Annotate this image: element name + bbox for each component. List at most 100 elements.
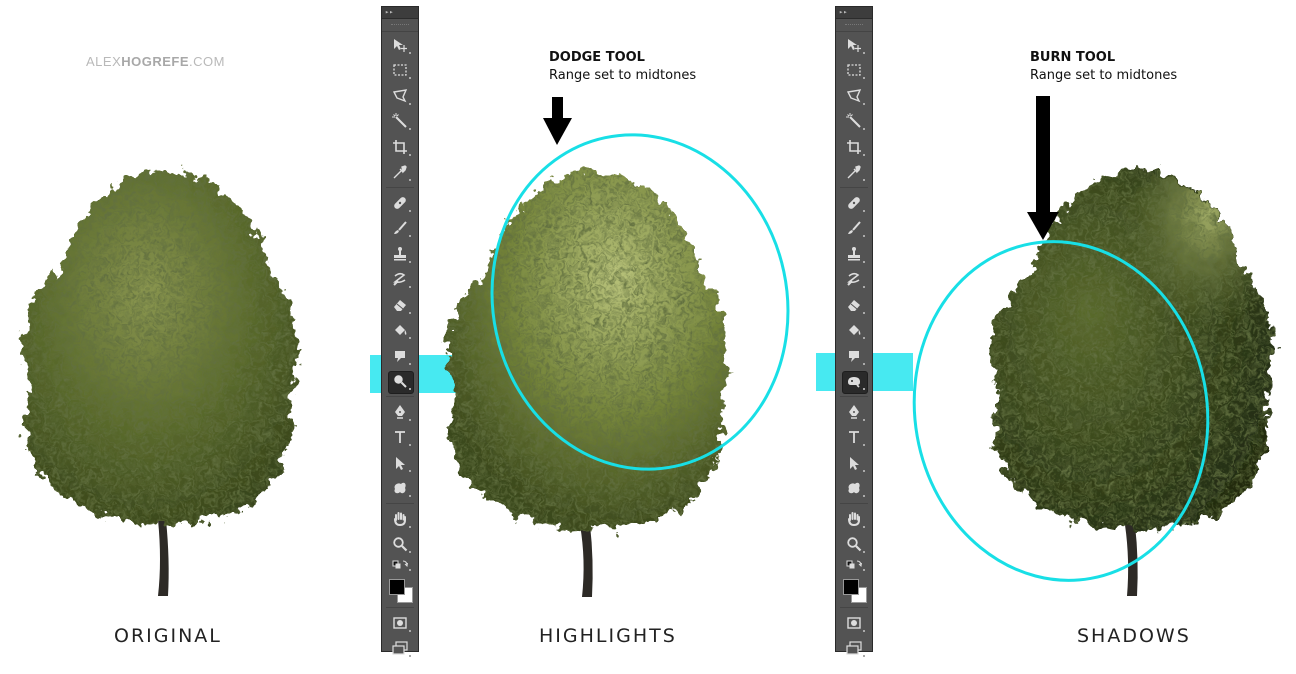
- hand-icon: [394, 511, 406, 526]
- zoom-icon: [847, 537, 862, 552]
- screen-mode-button-2[interactable]: [836, 636, 872, 662]
- type-tool-2[interactable]: [836, 425, 872, 451]
- dodge-icon: [394, 375, 407, 388]
- move-icon: [394, 38, 407, 52]
- hand-tool-2[interactable]: [836, 506, 872, 532]
- screen-mode-button[interactable]: [382, 636, 418, 662]
- pen-tool[interactable]: [382, 399, 418, 425]
- tools-panel-burn: ▸▸: [835, 6, 873, 657]
- history-brush-tool[interactable]: [382, 267, 418, 293]
- blur-icon: [849, 350, 859, 362]
- clone-stamp-tool-2[interactable]: [836, 241, 872, 267]
- tree-original: [21, 169, 299, 596]
- panel-collapse-button[interactable]: ▸▸: [382, 7, 418, 19]
- eraser-tool-2[interactable]: [836, 292, 872, 318]
- eyedropper-icon: [847, 165, 861, 179]
- blur-tool-2[interactable]: [836, 343, 872, 369]
- move-tool-2[interactable]: [836, 32, 872, 58]
- magic-wand-tool[interactable]: [382, 109, 418, 135]
- quick-mask-button-2[interactable]: [836, 610, 872, 636]
- lasso-tool[interactable]: [382, 83, 418, 109]
- eraser-icon: [394, 299, 406, 311]
- paint-bucket-tool-2[interactable]: [836, 318, 872, 344]
- quick-mask-button[interactable]: [382, 610, 418, 636]
- foreground-color-swatch-2[interactable]: [843, 579, 859, 595]
- brush-icon: [394, 221, 407, 235]
- crop-icon: [393, 139, 407, 154]
- color-swatches[interactable]: [382, 575, 418, 605]
- crop-icon: [847, 139, 861, 154]
- site-watermark: ALEXHOGREFE.COM: [86, 54, 225, 69]
- watermark-light: ALEX: [86, 54, 122, 69]
- panel-grip[interactable]: [382, 19, 418, 32]
- swap-colors-control-2[interactable]: [836, 557, 872, 575]
- eyedropper-icon: [393, 165, 407, 179]
- brush-tool-2[interactable]: [836, 216, 872, 242]
- history-brush-icon: [393, 273, 406, 286]
- default-colors-icon: [392, 560, 408, 569]
- lasso-tool-2[interactable]: [836, 83, 872, 109]
- screen-mode-icon: [392, 641, 408, 655]
- healing-brush-tool-2[interactable]: [836, 190, 872, 216]
- type-icon: [395, 431, 405, 444]
- marquee-tool-2[interactable]: [836, 58, 872, 84]
- healing-brush-icon: [848, 196, 860, 209]
- eraser-tool[interactable]: [382, 292, 418, 318]
- tools-panel-dodge: ▸▸: [381, 6, 419, 657]
- swap-colors-control[interactable]: [382, 557, 418, 575]
- shape-tool[interactable]: [382, 476, 418, 502]
- eyedropper-tool-2[interactable]: [836, 160, 872, 186]
- screen-mode-icon: [846, 641, 862, 655]
- pen-tool-2[interactable]: [836, 399, 872, 425]
- pen-icon: [849, 404, 859, 419]
- hand-tool[interactable]: [382, 506, 418, 532]
- clone-stamp-icon: [848, 246, 860, 261]
- zoom-tool-2[interactable]: [836, 532, 872, 558]
- zoom-tool[interactable]: [382, 532, 418, 558]
- burn-tool[interactable]: [836, 369, 872, 395]
- panel-grip-2[interactable]: [836, 19, 872, 32]
- burn-tool-label: BURN TOOL: [1030, 50, 1116, 65]
- panel-collapse-button-2[interactable]: ▸▸: [836, 7, 872, 19]
- eyedropper-tool[interactable]: [382, 160, 418, 186]
- type-tool[interactable]: [382, 425, 418, 451]
- history-brush-icon: [847, 273, 860, 286]
- quick-mask-icon: [393, 617, 407, 629]
- paint-bucket-tool[interactable]: [382, 318, 418, 344]
- shape-icon: [848, 483, 860, 494]
- foreground-color-swatch[interactable]: [389, 579, 405, 595]
- magic-wand-tool-2[interactable]: [836, 109, 872, 135]
- crop-tool[interactable]: [382, 134, 418, 160]
- blur-tool[interactable]: [382, 343, 418, 369]
- color-swatches-2[interactable]: [836, 575, 872, 605]
- healing-brush-icon: [394, 196, 406, 209]
- dodge-tool-label: DODGE TOOL: [549, 50, 645, 65]
- dodge-area-ellipse: [490, 133, 790, 471]
- caption-original: ORIGINAL: [114, 625, 222, 647]
- burn-area-ellipse: [912, 240, 1210, 582]
- move-tool[interactable]: [382, 32, 418, 58]
- history-brush-tool-2[interactable]: [836, 267, 872, 293]
- eraser-icon: [848, 299, 860, 311]
- dodge-range-label: Range set to midtones: [549, 68, 697, 83]
- caption-highlights: HIGHLIGHTS: [539, 625, 677, 647]
- brush-tool[interactable]: [382, 216, 418, 242]
- tree-highlights: [446, 169, 729, 597]
- path-selection-icon: [396, 456, 405, 470]
- quick-mask-icon: [847, 617, 861, 629]
- dodge-tool[interactable]: [382, 369, 418, 395]
- shape-tool-2[interactable]: [836, 476, 872, 502]
- shape-icon: [394, 483, 406, 494]
- burn-arrow: [1027, 96, 1059, 240]
- crop-tool-2[interactable]: [836, 134, 872, 160]
- hand-icon: [848, 511, 860, 526]
- path-selection-tool-2[interactable]: [836, 450, 872, 476]
- clone-stamp-tool[interactable]: [382, 241, 418, 267]
- watermark-suffix: .COM: [189, 54, 225, 69]
- healing-brush-tool[interactable]: [382, 190, 418, 216]
- paint-bucket-icon: [395, 325, 407, 336]
- path-selection-tool[interactable]: [382, 450, 418, 476]
- path-selection-icon: [850, 456, 859, 470]
- marquee-tool[interactable]: [382, 58, 418, 84]
